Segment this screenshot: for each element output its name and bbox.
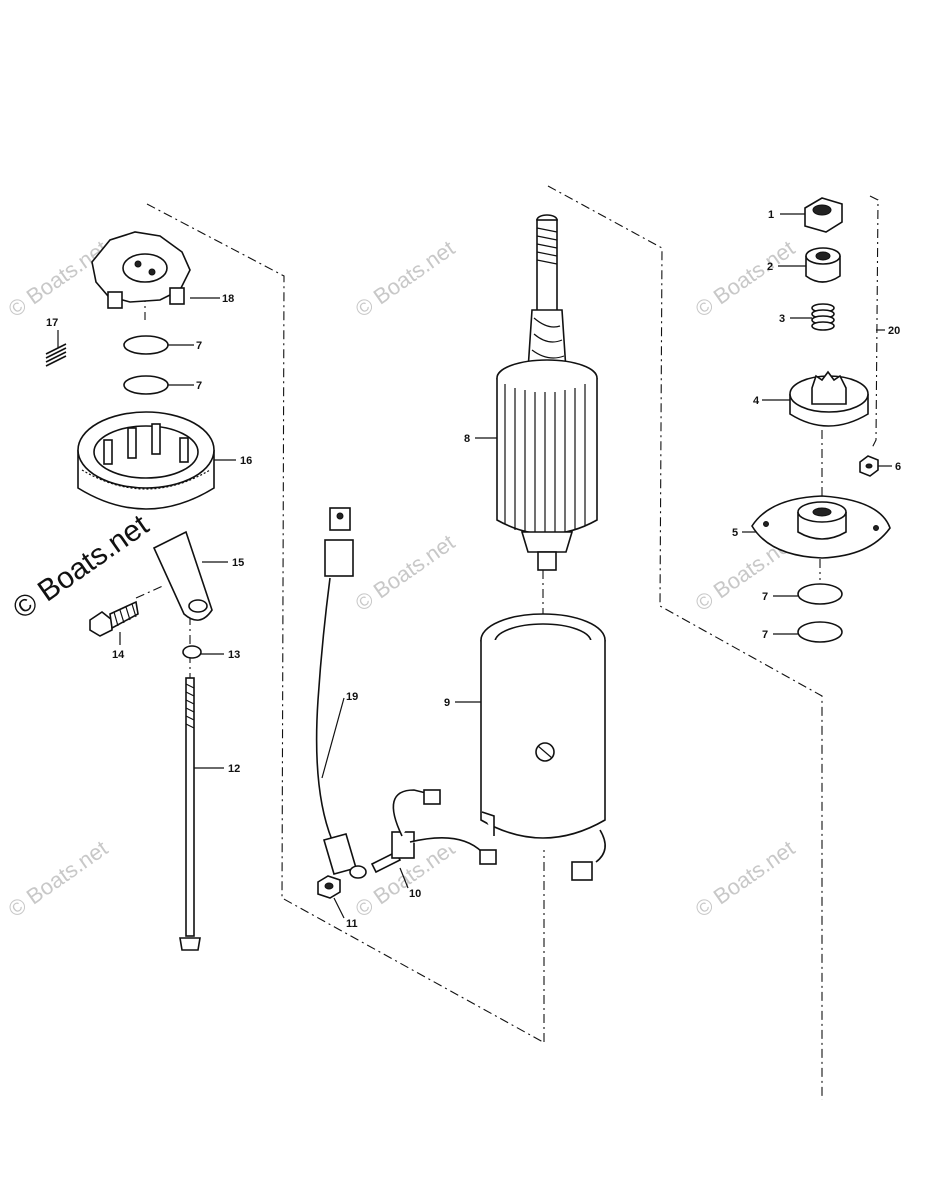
callout-12[interactable]: 12 [228,763,240,775]
leader-lines [57,213,892,919]
callout-10[interactable]: 10 [409,888,421,900]
part-16-drive-end-housing[interactable] [77,411,215,510]
part-19-lead-wire[interactable] [315,507,367,879]
part-7-washer[interactable] [797,621,843,643]
callout-16[interactable]: 16 [240,455,252,467]
part-9-field-frame[interactable] [480,613,606,881]
callout-15[interactable]: 15 [232,557,244,569]
part-1-nut[interactable] [804,197,843,233]
part-13-lock-washer[interactable] [182,645,202,659]
callout-18[interactable]: 18 [222,293,234,305]
callout-13[interactable]: 13 [228,649,240,661]
callout-4[interactable]: 4 [753,395,760,407]
part-7-washer[interactable] [797,583,843,605]
callout-7-upper-right[interactable]: 7 [762,591,768,603]
watermark: © Boats.net [4,835,113,922]
callout-7-upper-left[interactable]: 7 [196,340,202,352]
callout-1[interactable]: 1 [768,209,774,221]
watermark: © Boats.net [691,835,800,922]
watermark: © Boats.net [351,529,460,616]
part-18-end-plate[interactable] [91,231,191,309]
watermark: © Boats.net [351,235,460,322]
callout-2[interactable]: 2 [767,261,773,273]
part-11-nut[interactable] [317,875,341,899]
part-14-bolt[interactable] [89,600,139,637]
callout-17[interactable]: 17 [46,317,58,329]
callout-20[interactable]: 20 [888,325,900,337]
part-17-spring[interactable] [45,343,67,367]
part-7-washer[interactable] [123,335,169,355]
part-2-sleeve[interactable] [805,247,841,283]
part-8-armature[interactable] [496,214,598,571]
callout-7-lower-right[interactable]: 7 [762,629,768,641]
callout-labels: 1 2 3 4 5 6 7 7 7 7 8 9 10 11 12 13 14 1… [46,209,901,930]
callout-7-lower-left[interactable]: 7 [196,380,202,392]
callout-5[interactable]: 5 [732,527,738,539]
part-7-washer[interactable] [123,375,169,395]
part-15-bracket[interactable] [152,530,213,621]
part-3-spring[interactable] [811,303,835,331]
callout-8[interactable]: 8 [464,433,470,445]
callout-14[interactable]: 14 [112,649,125,661]
callout-3[interactable]: 3 [779,313,785,325]
callout-19[interactable]: 19 [346,691,358,703]
part-4-drive-pinion[interactable] [789,370,869,427]
callout-9[interactable]: 9 [444,697,450,709]
callout-11[interactable]: 11 [346,918,358,930]
part-10-brush-set[interactable] [370,789,497,874]
callout-6[interactable]: 6 [895,461,901,473]
part-5-drive-end-cap[interactable] [751,495,891,559]
watermark: © Boats.net [691,235,800,322]
part-12-through-bolt[interactable] [179,677,201,951]
part-6-nut[interactable] [859,455,879,477]
